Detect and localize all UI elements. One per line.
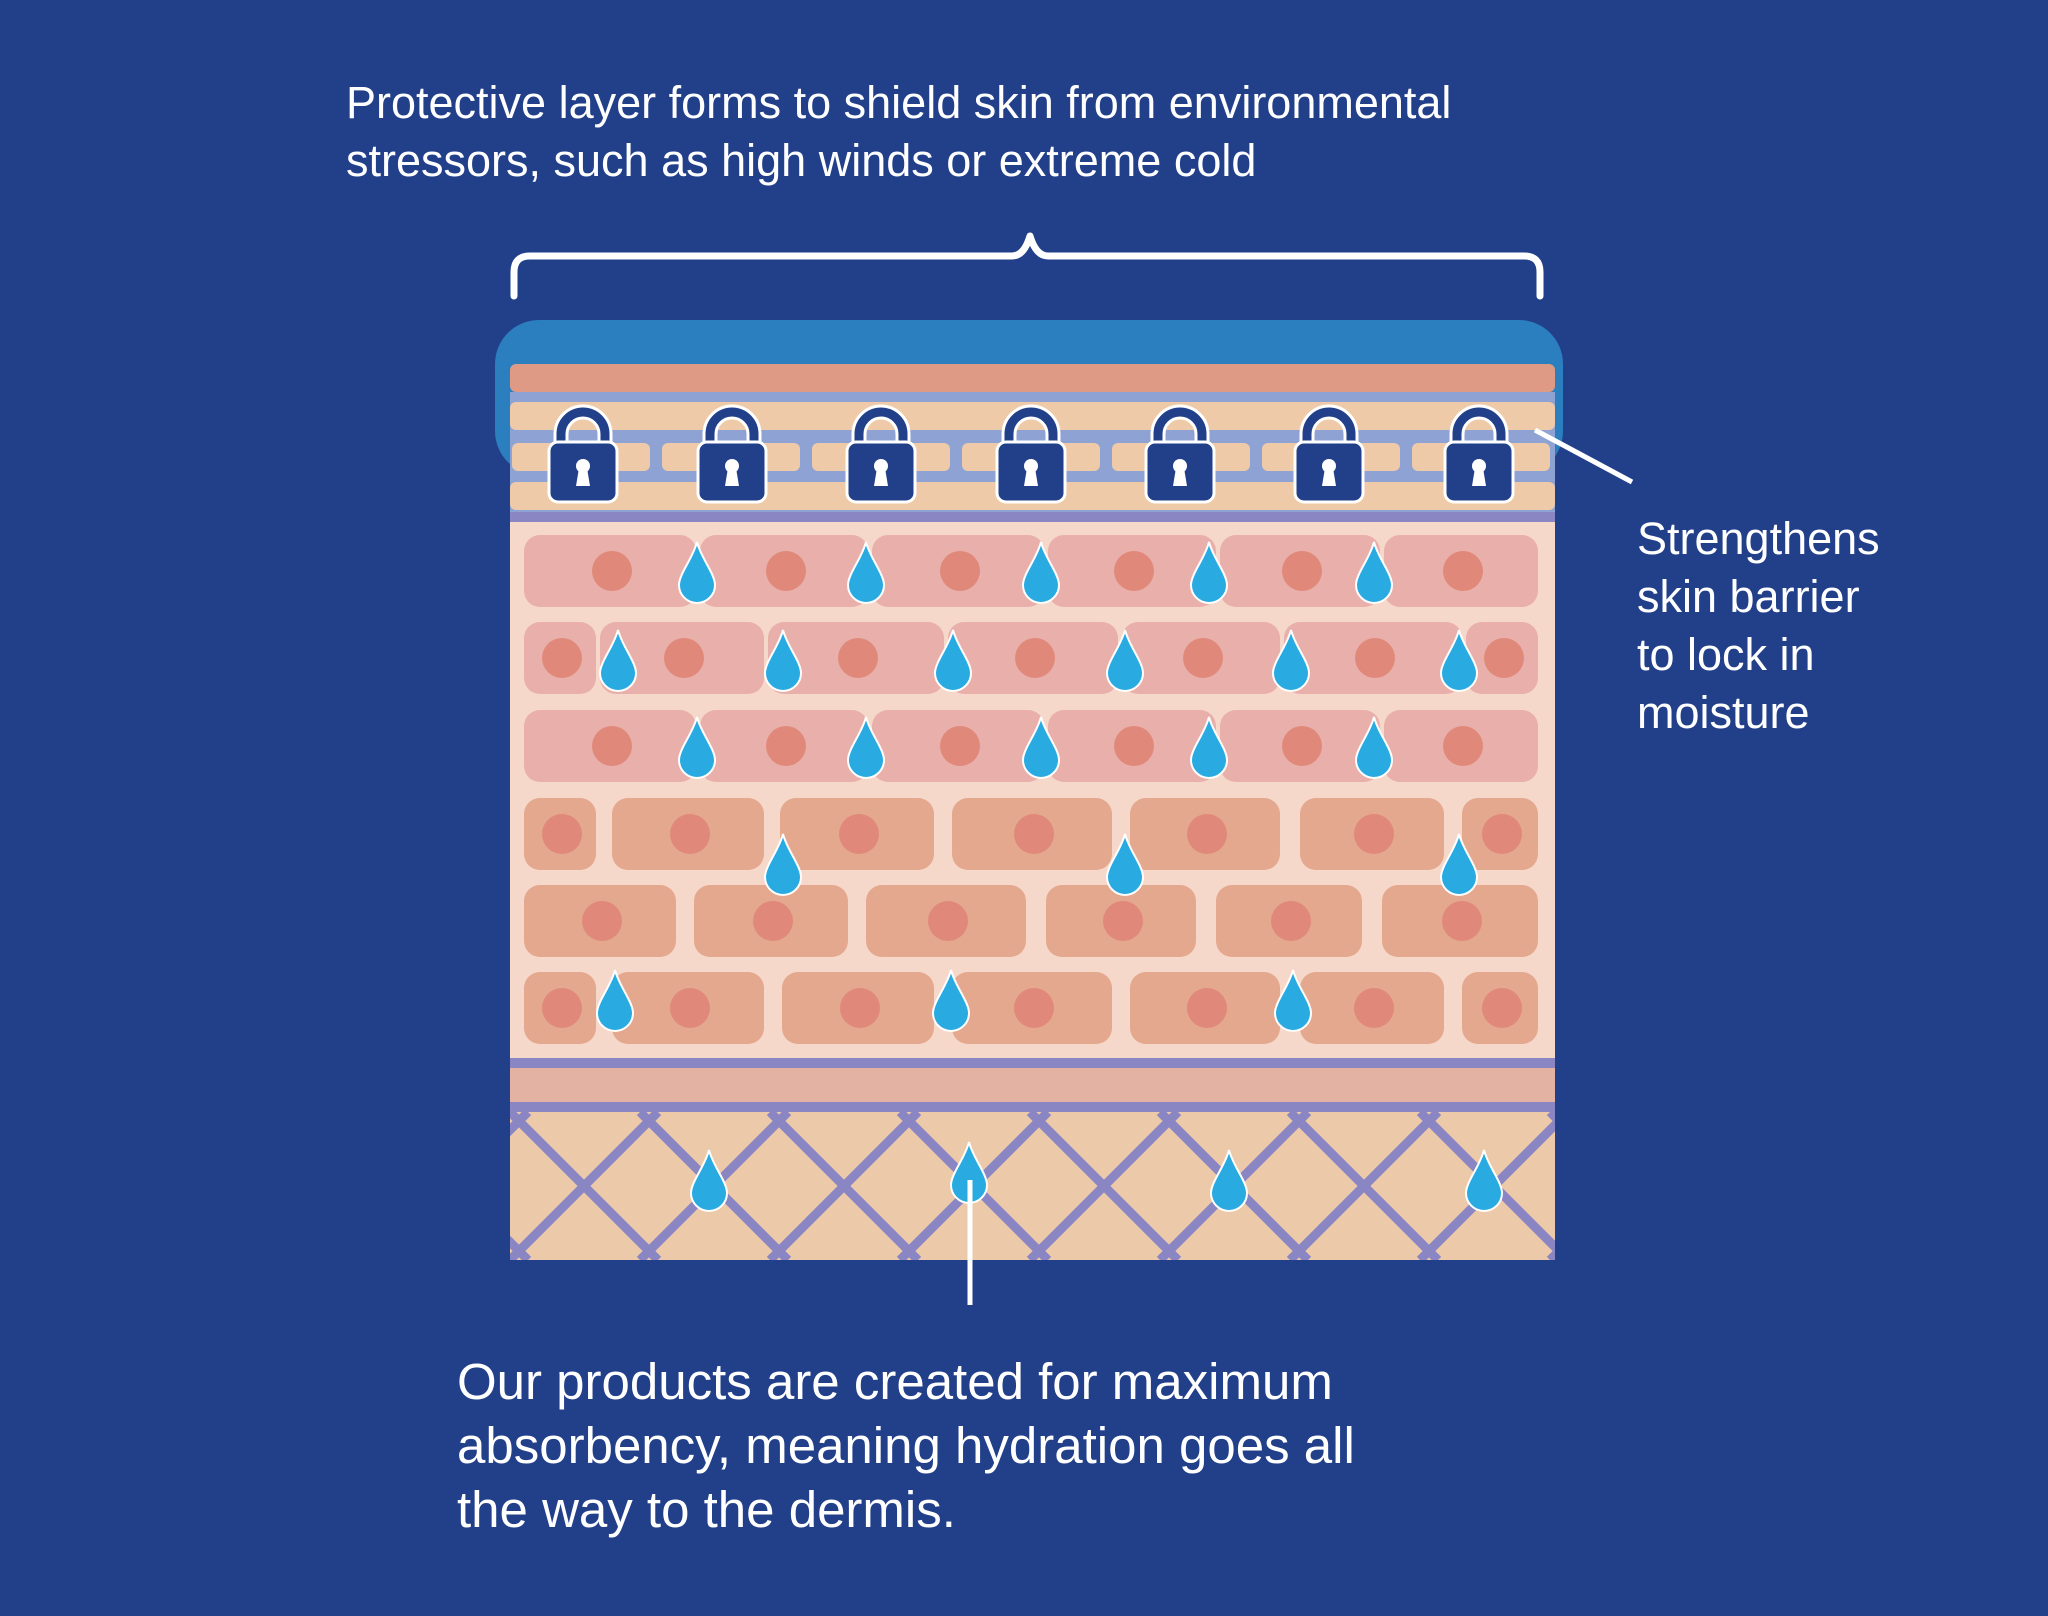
cell-nucleus xyxy=(940,551,980,591)
dermis-fiber xyxy=(1546,1112,1555,1124)
dermis-fiber xyxy=(0,1112,138,1260)
epidermis-cells xyxy=(524,535,1538,1044)
cell-nucleus xyxy=(1183,638,1223,678)
cell-nucleus xyxy=(1443,551,1483,591)
cell-nucleus xyxy=(840,988,880,1028)
cell-nucleus xyxy=(1271,901,1311,941)
cell-nucleus xyxy=(928,901,968,941)
dermis-fiber xyxy=(1810,1112,1958,1260)
cell-nucleus xyxy=(838,638,878,678)
right-caption-line-4: moisture xyxy=(1637,687,1810,738)
bottom-caption-line-1: Our products are created for maximum xyxy=(457,1353,1333,1410)
dermis-fiber xyxy=(510,1112,532,1137)
cell-nucleus xyxy=(542,814,582,854)
dermis-fiber xyxy=(766,1112,922,1260)
dermis-fiber xyxy=(250,1112,398,1260)
cell-nucleus xyxy=(766,551,806,591)
top-caption-line-2: stressors, such as high winds or extreme… xyxy=(346,135,1257,186)
dermis-fiber xyxy=(1810,1112,1958,1260)
top-caption: Protective layer forms to shield skin fr… xyxy=(346,74,1451,190)
cell-nucleus xyxy=(1484,638,1524,678)
bottom-caption: Our products are created for maximum abs… xyxy=(457,1350,1355,1542)
bottom-caption-line-2: absorbency, meaning hydration goes all xyxy=(457,1417,1355,1474)
cell-nucleus xyxy=(542,988,582,1028)
cell-nucleus xyxy=(664,638,704,678)
dermis-fiber xyxy=(250,1112,398,1260)
cell-nucleus xyxy=(1482,814,1522,854)
dermis-fiber xyxy=(1026,1112,1182,1260)
dermis-fiber xyxy=(1680,1112,1828,1260)
top-caption-line-1: Protective layer forms to shield skin fr… xyxy=(346,77,1452,128)
dermis-fiber xyxy=(1546,1248,1555,1260)
right-caption: Strengthens skin barrier to lock in mois… xyxy=(1637,510,1880,742)
cell-nucleus xyxy=(940,726,980,766)
dermis-fiber xyxy=(1680,1112,1828,1260)
cell-nucleus xyxy=(1014,988,1054,1028)
right-pointer-line xyxy=(1533,427,1634,485)
dermis xyxy=(0,1112,2048,1260)
dermis-fiber xyxy=(1940,1112,2048,1260)
cell-nucleus xyxy=(592,726,632,766)
cell-nucleus xyxy=(582,901,622,941)
cell-nucleus xyxy=(1482,988,1522,1028)
dermis-fiber xyxy=(1286,1112,1442,1260)
cell-nucleus xyxy=(1015,638,1055,678)
curly-brace xyxy=(510,232,1544,300)
cell-nucleus xyxy=(1355,638,1395,678)
cell-nucleus xyxy=(1014,814,1054,854)
right-caption-line-2: skin barrier xyxy=(1637,571,1860,622)
cell-nucleus xyxy=(1114,551,1154,591)
bottom-caption-line-3: the way to the dermis. xyxy=(457,1481,956,1538)
dermis-fiber xyxy=(1940,1112,2048,1260)
cell-nucleus xyxy=(1282,726,1322,766)
cell-nucleus xyxy=(1103,901,1143,941)
dermis-fiber xyxy=(120,1112,268,1260)
right-caption-line-1: Strengthens xyxy=(1637,513,1880,564)
cell-nucleus xyxy=(1443,726,1483,766)
cell-nucleus xyxy=(1187,988,1227,1028)
cell-nucleus xyxy=(839,814,879,854)
cell-nucleus xyxy=(1114,726,1154,766)
epidermis xyxy=(510,520,1555,1060)
cell-nucleus xyxy=(592,551,632,591)
dermis-fiber xyxy=(510,1235,532,1260)
right-caption-line-3: to lock in xyxy=(1637,629,1815,680)
cell-nucleus xyxy=(670,988,710,1028)
cell-nucleus xyxy=(1282,551,1322,591)
cell-nucleus xyxy=(1354,988,1394,1028)
cell-nucleus xyxy=(1442,901,1482,941)
dermis-fiber xyxy=(0,1112,138,1260)
cell-nucleus xyxy=(1187,814,1227,854)
cell-nucleus xyxy=(753,901,793,941)
dermis-fiber xyxy=(120,1112,268,1260)
cell-nucleus xyxy=(670,814,710,854)
cell-nucleus xyxy=(1354,814,1394,854)
cell-nucleus xyxy=(766,726,806,766)
cell-nucleus xyxy=(542,638,582,678)
dermis-fiber xyxy=(510,1112,662,1260)
basement-membrane xyxy=(510,1058,1555,1112)
